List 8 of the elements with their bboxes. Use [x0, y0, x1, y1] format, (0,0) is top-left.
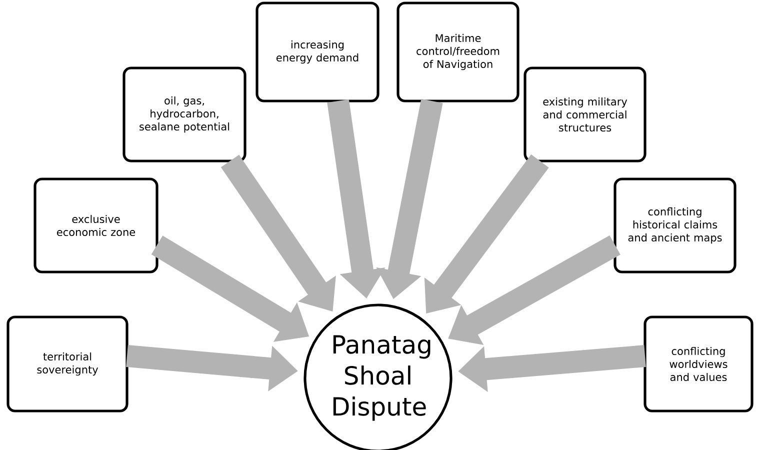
text-box: territorial sovereignty [6, 316, 128, 412]
text-box: increasing energy demand [256, 2, 380, 102]
text-box: conflicting worldviews and values [644, 316, 754, 412]
text-box: conflicting historical claims and ancient maps [614, 178, 736, 274]
text-box: existing military and commercial structures [524, 66, 646, 162]
text-box: Maritime control/freedom of Navigation [396, 2, 520, 102]
text-box: exclusive economic zone [34, 178, 158, 274]
text-box: oil, gas, hydrocarbon, sealane potential [122, 66, 246, 162]
